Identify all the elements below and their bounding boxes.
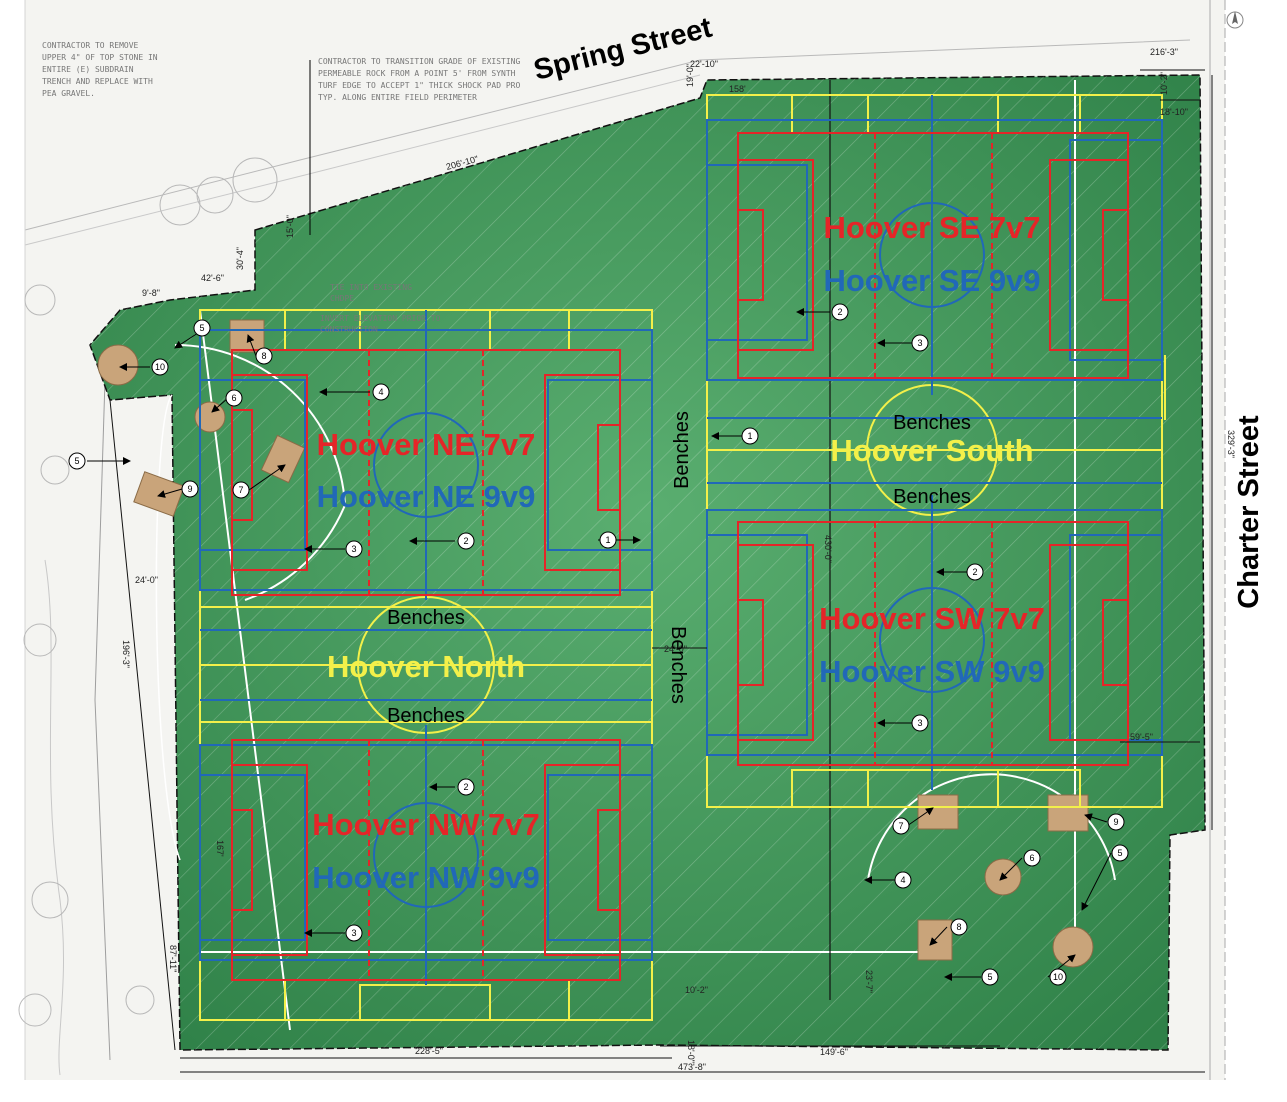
keynote-4: 4 <box>900 875 905 885</box>
hoover-nw-9v9-lines <box>199 699 653 985</box>
label-hoover-ne-7v7: Hoover NE 7v7 <box>317 427 536 462</box>
keynote-5: 5 <box>1117 848 1122 858</box>
dim-473: 473'-8" <box>678 1062 706 1072</box>
keynote-3: 3 <box>917 718 922 728</box>
dim-180: 18'-0" <box>686 1040 696 1063</box>
note-line: UPPER 4" OF TOP STONE IN <box>42 53 158 62</box>
benches-label: Benches <box>893 412 971 434</box>
keynote-6: 6 <box>1029 853 1034 863</box>
benches-label: Benches <box>893 486 971 508</box>
note-line: CONTRACTOR TO TRANSITION GRADE OF EXISTI… <box>318 57 520 66</box>
label-hoover-sw-7v7: Hoover SW 7v7 <box>819 601 1045 636</box>
note-line: TYP. ALONG ENTIRE FIELD PERIMETER <box>318 93 477 102</box>
label-hoover-sw-9v9: Hoover SW 9v9 <box>819 654 1045 689</box>
dim-19: 19'-0" <box>685 64 695 87</box>
benches-label: Benches <box>667 626 689 704</box>
label-hoover-nw-9v9: Hoover NW 9v9 <box>312 860 539 895</box>
dim-329: 329'-3" <box>1226 430 1236 458</box>
keynote-2: 2 <box>463 536 468 546</box>
dim-24: 24'-0" <box>135 575 158 585</box>
dim-158: 158' <box>729 84 746 94</box>
dim-167: 167' <box>215 840 225 857</box>
note-line: TIE INTO EXISTING <box>330 283 412 292</box>
charter-street-label: Charter Street <box>1233 415 1265 609</box>
label-hoover-nw-7v7: Hoover NW 7v7 <box>312 807 539 842</box>
keynote-3: 3 <box>917 338 922 348</box>
field-labels: Hoover NE 7v7 Hoover NE 9v9 Hoover NW 7v… <box>312 210 1045 895</box>
keynote-5: 5 <box>199 323 204 333</box>
note-line: CHDPE <box>330 294 354 303</box>
dim-10: 10'-2" <box>1159 72 1169 95</box>
keynote-callouts: 4 2 3 1 2 3 1 2 3 2 3 4 10 5 9 5 10 9 5 … <box>68 303 1129 986</box>
label-hoover-ne-9v9: Hoover NE 9v9 <box>317 479 536 514</box>
keynote-6: 6 <box>231 393 236 403</box>
keynote-8: 8 <box>956 922 961 932</box>
general-notes: CONTRACTOR TO REMOVE UPPER 4" OF TOP STO… <box>42 41 520 334</box>
note-line: TURF EDGE TO ACCEPT 1" THICK SHOCK PAD P… <box>318 81 520 90</box>
dim-87: 87'-11" <box>168 945 178 972</box>
keynote-9: 9 <box>1113 817 1118 827</box>
keynote-7: 7 <box>238 485 243 495</box>
note-line: CONTRACTOR TO REMOVE <box>42 41 139 50</box>
benches-label: Benches <box>387 705 465 727</box>
keynote-5: 5 <box>74 456 79 466</box>
dim-430: 430'-0" <box>823 535 833 563</box>
keynote-3: 3 <box>351 544 356 554</box>
hoover-se-9v9-lines <box>706 95 1163 484</box>
note-line: PERMEABLE ROCK FROM A POINT 5' FROM SYNT… <box>318 69 516 78</box>
label-hoover-north: Hoover North <box>327 649 525 684</box>
label-hoover-se-7v7: Hoover SE 7v7 <box>823 210 1040 245</box>
label-hoover-south: Hoover South <box>830 433 1033 468</box>
hoover-sw-7v7-lines <box>737 521 1129 766</box>
note-line: TRENCH AND REPLACE WITH <box>42 77 153 86</box>
keynote-7: 7 <box>898 821 903 831</box>
dim-15: 15'-0" <box>285 215 295 238</box>
keynote-10: 10 <box>155 362 165 372</box>
hoover-se-7v7-lines <box>737 132 1129 379</box>
dim-59: 59'-5" <box>1130 732 1153 742</box>
keynote-2: 2 <box>972 567 977 577</box>
dim-30: 30'-4" <box>235 247 245 270</box>
keynote-2: 2 <box>837 307 842 317</box>
keynote-1: 1 <box>605 535 610 545</box>
hoover-nw-7v7-lines <box>231 739 621 981</box>
dim-22: 22'-10" <box>690 59 718 69</box>
dim-228: 228'-5" <box>415 1046 443 1056</box>
north-arrow-icon <box>1226 11 1244 29</box>
label-hoover-se-9v9: Hoover SE 9v9 <box>823 263 1040 298</box>
keynote-1: 1 <box>747 431 752 441</box>
keynote-8: 8 <box>261 351 266 361</box>
dim-18: 18'-10" <box>1160 107 1188 117</box>
dim-102: 10'-2" <box>685 985 708 995</box>
keynote-4: 4 <box>378 387 383 397</box>
dim-149: 149'-6" <box>820 1047 848 1057</box>
keynote-5: 5 <box>987 972 992 982</box>
keynote-10: 10 <box>1053 972 1063 982</box>
keynote-2: 2 <box>463 782 468 792</box>
keynote-9: 9 <box>187 484 192 494</box>
note-line: PEA GRAVEL. <box>42 89 95 98</box>
benches-label: Benches <box>387 607 465 629</box>
hoover-ne-9v9-lines <box>199 310 653 631</box>
dim-216: 216'-3" <box>1150 47 1178 57</box>
dim-42: 42'-6" <box>201 273 224 283</box>
note-line: INVERT ELEVATION PRIOR TO <box>320 314 441 323</box>
note-line: ENTIRE (E) SUBDRAIN <box>42 65 134 74</box>
dim-196: 196'-3" <box>121 640 131 668</box>
dimension-lines <box>109 69 1213 1073</box>
dim-23: 23'-7" <box>864 970 874 993</box>
keynote-3: 3 <box>351 928 356 938</box>
dim-240: 24'-0" <box>664 644 687 654</box>
note-line: CONSTRUCTION <box>320 325 378 334</box>
benches-label: Benches <box>671 411 693 489</box>
dimension-labels: 228'-5" 149'-6" 473'-8" 59'-5" 18'-10" 2… <box>121 47 1236 1072</box>
bench-labels: Benches Benches Benches Benches Benches … <box>387 411 971 727</box>
hoover-ne-7v7-lines <box>231 349 621 596</box>
dim-9: 9'-8" <box>142 288 160 298</box>
